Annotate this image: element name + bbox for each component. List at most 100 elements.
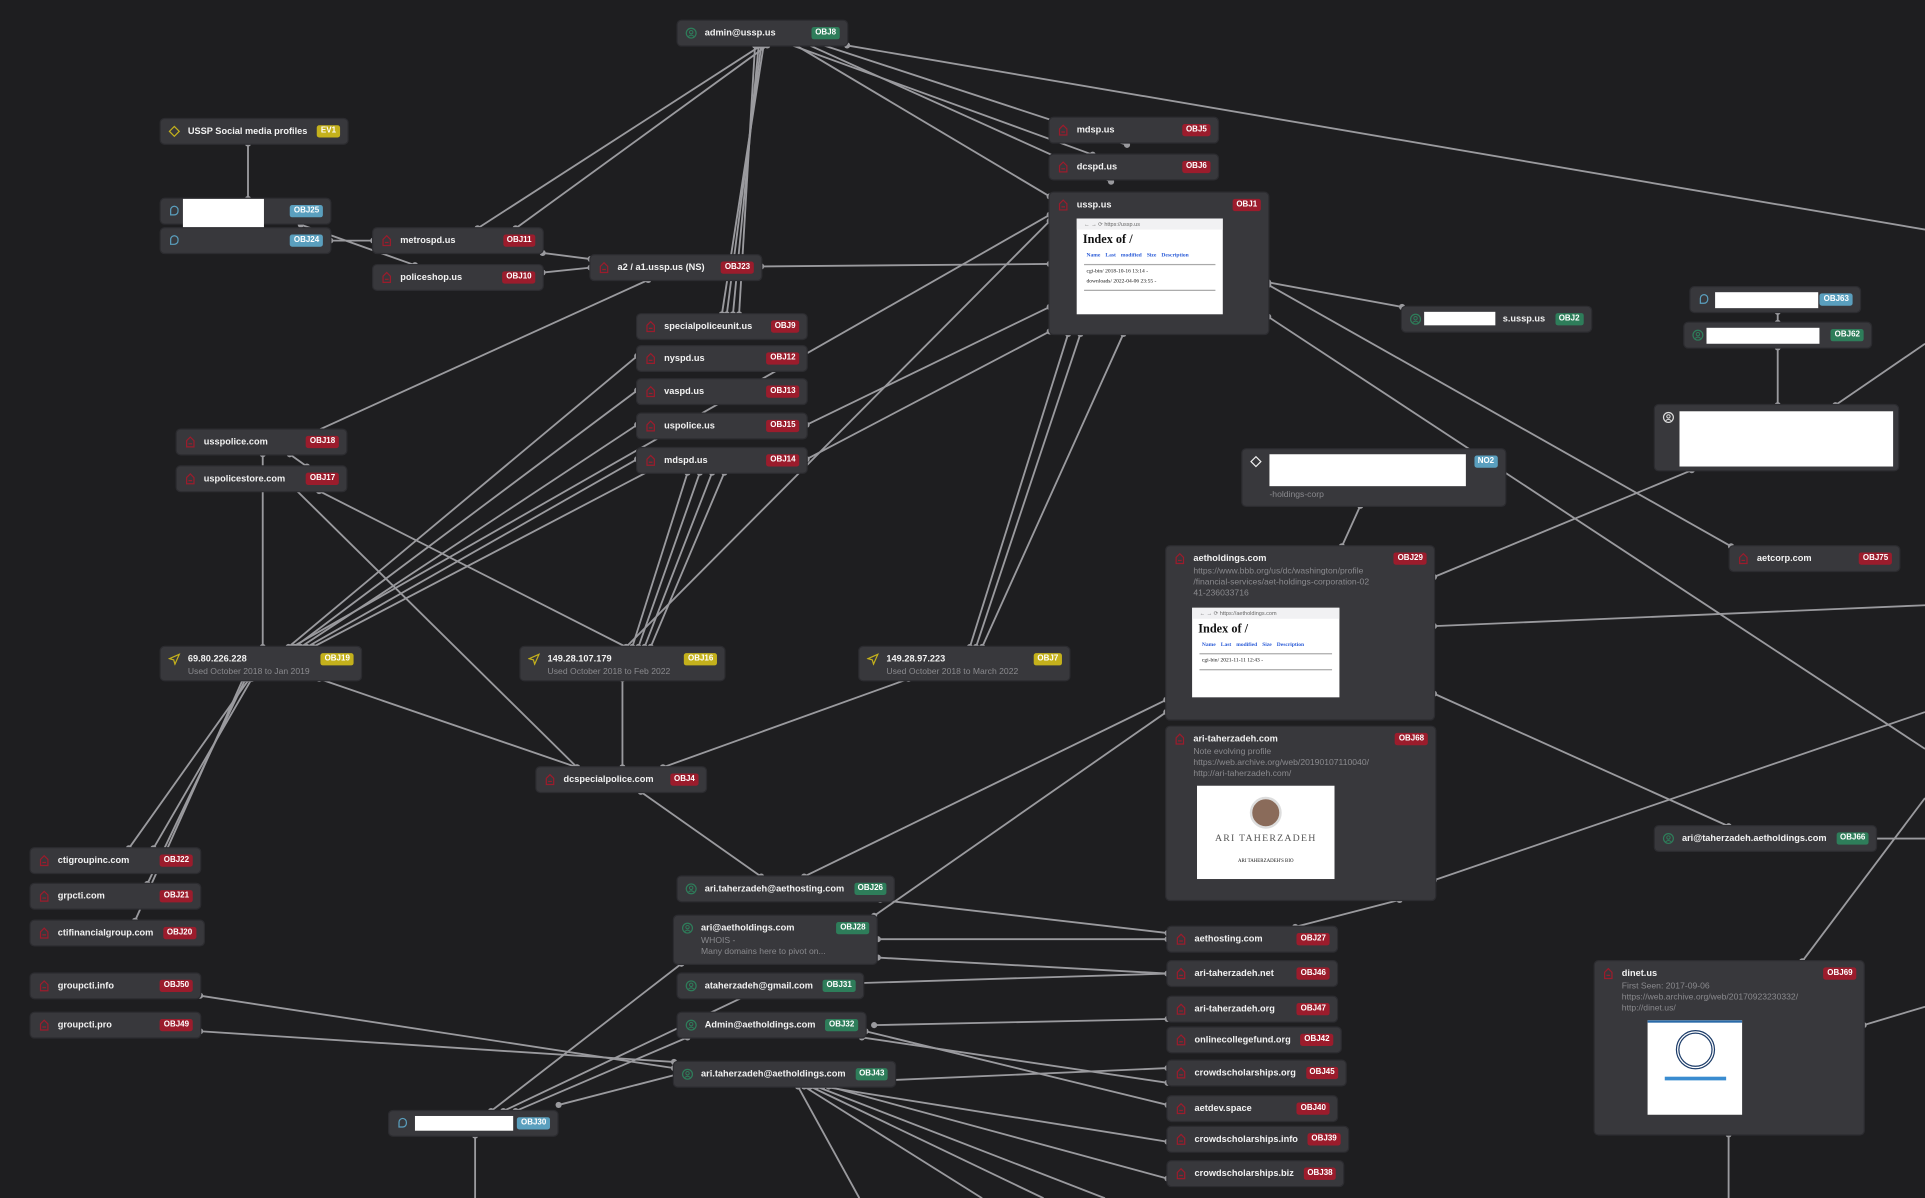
graph-edge[interactable]	[289, 453, 308, 468]
graph-edge[interactable]	[803, 698, 1167, 878]
graph-edge[interactable]	[1267, 284, 1732, 548]
graph-edge[interactable]	[761, 263, 1050, 268]
graph-edge[interactable]	[846, 44, 1925, 231]
node-obj24[interactable]: OBJ24	[160, 228, 331, 253]
graph-edge[interactable]	[1863, 1005, 1925, 1027]
graph-edge[interactable]	[877, 956, 1168, 975]
graph-edge[interactable]	[1834, 342, 1925, 406]
graph-edge[interactable]	[1341, 505, 1362, 547]
graph-edge[interactable]	[625, 220, 1051, 648]
graph-edge[interactable]	[822, 1085, 1168, 1143]
graph-edge[interactable]	[1294, 899, 1400, 928]
graph-edge[interactable]	[849, 972, 1168, 985]
graph-edge[interactable]	[883, 1067, 1168, 1082]
graph-edge[interactable]	[975, 333, 1082, 648]
graph-edge[interactable]	[662, 678, 909, 769]
graph-edge[interactable]	[1267, 315, 1925, 750]
graph-edge[interactable]	[294, 487, 578, 768]
graph-edge[interactable]	[152, 678, 253, 849]
graph-edge[interactable]	[200, 1030, 675, 1063]
graph-edge[interactable]	[873, 711, 1167, 917]
graph-edge[interactable]	[318, 678, 578, 769]
graph-edge[interactable]	[806, 330, 1051, 460]
graph-edge[interactable]	[294, 389, 638, 648]
graph-edge[interactable]	[558, 1073, 678, 1106]
graph-edge[interactable]	[515, 1036, 688, 1112]
node-obj30[interactable]: OBJ30	[389, 1111, 558, 1136]
graph-edge[interactable]	[631, 472, 689, 648]
node-obj23[interactable]: a2 / a1.ussp.us (NS)OBJ23	[590, 255, 762, 280]
graph-edge[interactable]	[806, 306, 1051, 426]
graph-edge[interactable]	[128, 678, 250, 849]
graph-edge[interactable]	[291, 279, 649, 443]
graph-edge[interactable]	[981, 333, 1125, 648]
graph-edge[interactable]	[785, 42, 1093, 156]
graph-edge[interactable]	[803, 1085, 983, 1198]
graph-edge[interactable]	[542, 251, 591, 260]
graph-edge[interactable]	[816, 1085, 1106, 1198]
graph-edge[interactable]	[490, 963, 682, 1112]
graph-edge[interactable]	[649, 472, 726, 648]
graph-edge[interactable]	[312, 469, 652, 648]
graph-edge[interactable]	[861, 1036, 1168, 1084]
graph-edge[interactable]	[809, 1085, 1044, 1198]
graph-edge[interactable]	[969, 333, 1069, 648]
graph-edge[interactable]	[1433, 711, 1925, 882]
graph-edge[interactable]	[1801, 797, 1925, 962]
graph-edge[interactable]	[1433, 604, 1925, 628]
graph-edge[interactable]	[874, 1018, 1168, 1027]
graph-edge[interactable]	[865, 1030, 1168, 1106]
graph-edge[interactable]	[797, 1086, 861, 1198]
graph-edge[interactable]	[318, 490, 627, 648]
graph-edge[interactable]	[306, 458, 638, 648]
graph-edge[interactable]	[1268, 281, 1403, 308]
graph-edge[interactable]	[542, 266, 591, 274]
graph-edge[interactable]	[828, 1085, 1168, 1180]
node-obj62[interactable]: OBJ62	[1684, 322, 1872, 348]
node-no2[interactable]: NO2-holdings-corp	[1242, 449, 1506, 506]
graph-edge[interactable]	[515, 44, 768, 230]
graph-edge[interactable]	[477, 44, 762, 230]
node-obj25[interactable]: OBJ25	[160, 198, 331, 250]
graph-edge[interactable]	[640, 791, 762, 878]
graph-edge[interactable]	[287, 355, 638, 648]
graph-edge[interactable]	[791, 42, 1051, 198]
node-obj63[interactable]: OBJ63	[1690, 287, 1860, 312]
graph-edge[interactable]	[1433, 692, 1729, 828]
